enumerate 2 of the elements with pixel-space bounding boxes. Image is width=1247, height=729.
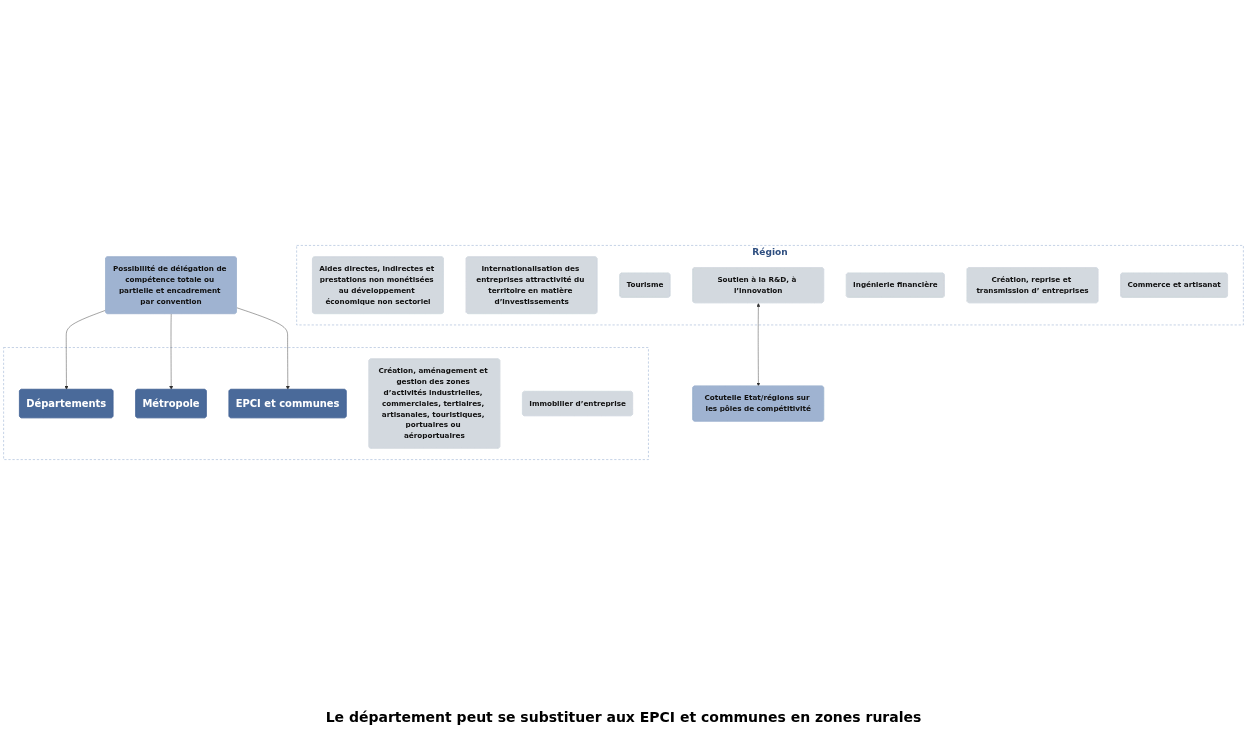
note-text: Le département peut se substituer aux EPCI et communes en zones rurales [325, 709, 922, 725]
cluster [3, 347, 649, 460]
